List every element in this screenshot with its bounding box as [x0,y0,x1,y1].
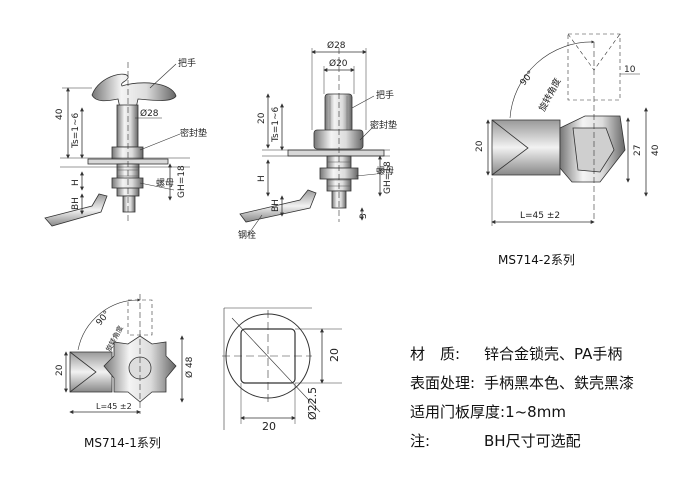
drawing-5 [222,307,342,430]
d4-caption: MS714-1系列 [84,436,161,450]
drawing-4 [64,294,184,414]
d2-gh: GH=18 [383,161,393,194]
spec-list: 材 质: 锌合金锁壳、PA手柄 表面处理: 手柄黑本色、鉄壳黑漆 适用门板厚度:1~… [410,340,695,456]
handle-shape [91,73,177,109]
d4-angle: 90° [95,309,113,328]
d4-l: L=45 ±2 [96,402,132,411]
d2-gasket-label: 密封垫 [370,119,397,131]
spec-thickness-value: 1~8mm [505,403,566,421]
d3-d40: 40 [651,144,661,156]
cap [313,129,364,150]
d2-three: 3 [359,213,369,219]
nut [111,177,144,189]
spec-note-value: BH尺寸可选配 [484,432,581,450]
latch-tongue [44,193,108,227]
spec-thickness: 适用门板厚度:1~8mm [410,398,695,427]
drawing-5-text: 20 20 Ø22.5 [262,348,341,433]
d2-handle-label: 把手 [376,89,394,101]
drawing-4-text: 20 Ø 48 90° 旋转角度 L=45 ±2 MS714-1系列 [55,309,195,450]
d3-l: L=45 ±2 [520,211,560,221]
d3-rotation-label: 旋转角度 [536,76,564,113]
d1-h40: 40 [55,108,65,120]
d5-d20h: 20 [262,420,276,433]
d4-d48: Ø 48 [184,356,195,378]
d3-d20: 20 [475,140,485,152]
d5-dia: Ø22.5 [306,387,319,420]
d1-gasket-label: 密封垫 [180,127,207,139]
d2-h: H [257,175,267,182]
d3-d10: 10 [624,65,636,75]
d5-d20v: 20 [328,348,341,362]
d2-nut-label: 螺母 [376,166,394,177]
knob [324,93,353,133]
spec-material: 材 质: 锌合金锁壳、PA手柄 [410,340,695,369]
d2-dia20: Ø20 [329,58,348,69]
spec-thickness-key: 适用门板厚度: [410,403,506,421]
drawing-1-text: Ø28 40 Ts=1~6 H BH GH=18 把手 密封垫 螺母 [55,57,207,210]
d1-handle-label: 把手 [178,57,196,69]
d3-d27: 27 [633,145,643,156]
drawing-3 [486,33,648,226]
drawing-1 [44,62,190,227]
d1-bh: BH [71,197,81,210]
d2-ts: Ts=1~6 [271,106,281,143]
d4-d20: 20 [55,364,65,376]
spec-surface-key: 表面处理: [410,374,476,392]
d2-h20: 20 [257,112,267,124]
spec-note-key: 注: [410,432,431,450]
d2-latch-label: 钢栓 [238,229,256,241]
d1-nut-label: 螺母 [156,178,174,189]
spec-material-key: 材 质: [410,345,461,363]
drawing-2 [239,48,390,233]
drawing-2-text: Ø28 Ø20 20 Ts=1~6 H BH GH=18 3 把手 密封垫 螺母… [238,40,397,241]
spec-material-value: 锌合金锁壳、PA手柄 [484,345,623,363]
latch-tongue-2 [239,189,317,223]
shaft [116,104,139,148]
d2-dia28: Ø28 [327,40,346,51]
pin [122,195,136,213]
d2-bh: BH [271,199,281,212]
d1-ts: Ts=1~6 [71,112,81,149]
d3-angle: 90° [519,69,537,88]
spec-note: 注: BH尺寸可选配 [410,427,695,456]
d1-dia28: Ø28 [140,108,159,119]
spec-surface-value: 手柄黑本色、鉄壳黑漆 [484,374,635,392]
tongue-top-view-2 [69,351,113,393]
tongue-top-view [491,119,561,176]
d1-h: H [71,179,81,186]
pin-2 [331,190,347,209]
door-panel-2 [287,149,385,157]
spec-surface: 表面处理: 手柄黑本色、鉄壳黑漆 [410,369,695,398]
d1-gh: GH=18 [177,165,187,198]
d3-caption: MS714-2系列 [498,253,575,267]
